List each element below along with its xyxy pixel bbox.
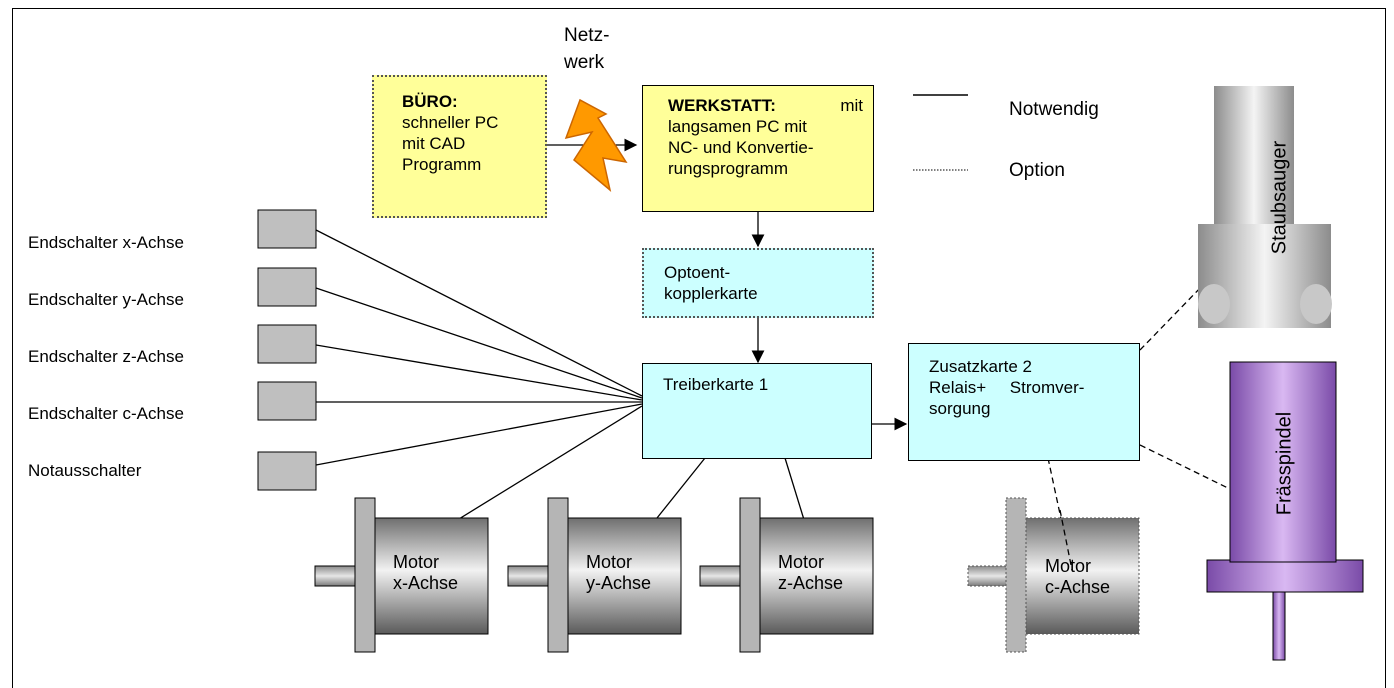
workshop-box-title: WERKSTATT: — [668, 96, 776, 115]
legend-required-label: Notwendig — [1009, 99, 1099, 120]
lightning-icon — [564, 98, 628, 192]
motor-z-graphic — [699, 497, 874, 653]
optocoupler-box: Optoent- kopplerkarte — [642, 248, 874, 318]
workshop-box-title-suffix: mit — [840, 96, 863, 115]
switch-box-c — [257, 381, 317, 421]
motor-x-graphic — [314, 497, 489, 653]
office-box-line: Programm — [402, 155, 482, 174]
extra-card-box: Zusatzkarte 2 Relais+ Stromver- sorgung — [908, 343, 1140, 461]
extra-card-line: Zusatzkarte 2 — [929, 357, 1032, 376]
spindle-label: Frässpindel — [1273, 411, 1296, 516]
switch-label-x: Endschalter x-Achse — [28, 233, 184, 252]
workshop-box-line: NC- und Konvertie- — [668, 138, 814, 157]
spindle-graphic — [1206, 361, 1364, 661]
office-box-title: BÜRO: — [402, 92, 458, 111]
vacuum-label: Staubsauger — [1268, 140, 1291, 255]
legend-option-label: Option — [1009, 160, 1065, 181]
network-label: Netz- werk — [564, 25, 610, 73]
switch-wires — [315, 229, 806, 536]
vacuum-cleaner-graphic — [1198, 86, 1332, 328]
switch-box-emergency — [257, 451, 317, 491]
optocoupler-line: Optoent- — [664, 263, 731, 282]
switch-label-y: Endschalter y-Achse — [28, 290, 184, 309]
driver-card-label: Treiberkarte 1 — [663, 375, 769, 394]
switch-label-z: Endschalter z-Achse — [28, 347, 184, 366]
diagram-frame — [12, 8, 1386, 688]
workshop-box-line: langsamen PC mit — [668, 117, 807, 136]
driver-card-box: Treiberkarte 1 — [642, 363, 872, 459]
workshop-box: WERKSTATT: mit langsamen PC mit NC- und … — [642, 85, 874, 212]
switch-label-emergency: Notausschalter — [28, 461, 142, 480]
switch-box-x — [257, 209, 317, 249]
office-box: BÜRO: schneller PC mit CAD Programm — [372, 75, 547, 218]
extra-card-line: sorgung — [929, 399, 991, 418]
switch-box-y — [257, 267, 317, 307]
office-box-line: schneller PC — [402, 113, 499, 132]
optocoupler-line: kopplerkarte — [664, 284, 758, 303]
motor-y-graphic — [507, 497, 682, 653]
switch-label-c: Endschalter c-Achse — [28, 404, 184, 423]
motor-c-graphic — [967, 497, 1140, 653]
switch-box-z — [257, 324, 317, 364]
office-box-line: mit CAD — [402, 134, 466, 153]
extra-card-line: Relais+ Stromver- — [929, 378, 1085, 397]
workshop-box-line: rungsprogramm — [668, 159, 788, 178]
